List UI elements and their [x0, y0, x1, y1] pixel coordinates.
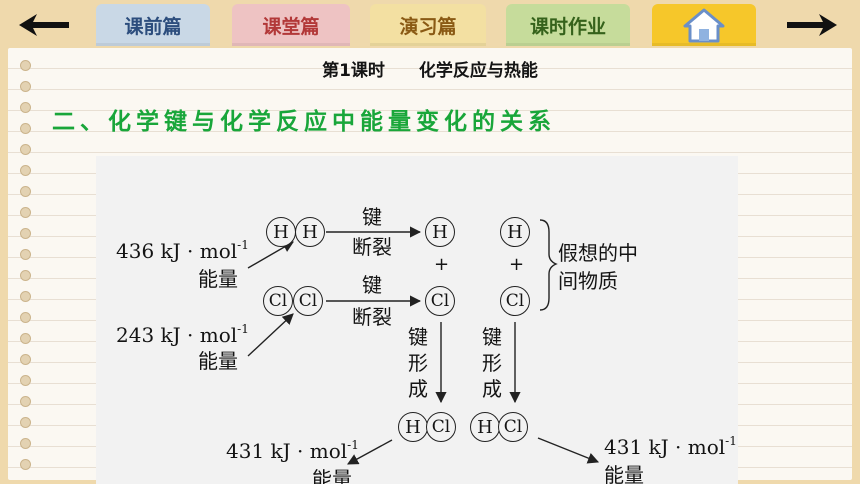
- binding-hole: [20, 333, 31, 344]
- hh-energy-arrow: [247, 241, 294, 269]
- binding-hole: [20, 375, 31, 386]
- atom-h: H: [500, 217, 530, 247]
- lesson-topic: 化学反应与热能: [418, 61, 538, 81]
- house-icon: [683, 8, 725, 43]
- atom-cl: Cl: [425, 286, 455, 316]
- atom-h: H: [295, 217, 325, 247]
- hcl-right-energy-word: 能量: [604, 463, 644, 484]
- binding-hole: [20, 186, 31, 197]
- binding-hole: [20, 228, 31, 239]
- intermediate-label-1: 假想的中: [558, 241, 638, 265]
- bond-energy-diagram: 436 kJ · mol-1 能量 243 kJ · mol-1 能量 H H …: [96, 156, 738, 484]
- atom-h: H: [266, 217, 296, 247]
- bond-form-label: 键形成: [408, 325, 428, 401]
- binding-hole: [20, 438, 31, 449]
- bond-break-label-1: 键: [362, 273, 382, 297]
- right-release-arrow: [537, 437, 600, 464]
- left-arrow-icon: [19, 14, 69, 36]
- diagram-arrows: [247, 219, 600, 465]
- binding-hole: [20, 459, 31, 470]
- section-heading: 二、化学键与化学反应中能量变化的关系: [52, 109, 556, 135]
- atom-h: H: [398, 412, 428, 442]
- bond-form-label: 键形成: [482, 325, 502, 401]
- binding-hole: [20, 417, 31, 428]
- hcl-left-energy-word: 能量: [312, 467, 352, 484]
- binding-hole: [20, 207, 31, 218]
- intermediate-label-2: 间物质: [558, 269, 618, 293]
- top-navigation: 课前篇 课堂篇 演习篇 课时作业: [0, 0, 860, 50]
- atom-cl: Cl: [263, 286, 293, 316]
- binding-hole: [20, 165, 31, 176]
- atom-cl: Cl: [498, 412, 528, 442]
- notebook-page: 第1课时 化学反应与热能 二、化学键与化学反应中能量变化的关系: [8, 48, 852, 484]
- atom-cl: Cl: [426, 412, 456, 442]
- next-button[interactable]: [780, 8, 844, 42]
- hcl-left-bond-energy: 431 kJ · mol-1: [226, 438, 359, 463]
- home-button[interactable]: [652, 4, 756, 46]
- hh-bond-energy: 436 kJ · mol-1: [116, 238, 249, 263]
- plus-sign: +: [509, 254, 525, 275]
- tab-homework[interactable]: 课时作业: [506, 4, 630, 46]
- left-release-arrow: [347, 439, 393, 465]
- tab-preview[interactable]: 课前篇: [96, 4, 210, 46]
- tab-practice[interactable]: 演习篇: [370, 4, 486, 46]
- binding-hole: [20, 81, 31, 92]
- bond-break-label-2: 断裂: [352, 235, 392, 259]
- atom-h: H: [470, 412, 500, 442]
- binding-hole: [20, 123, 31, 134]
- back-button[interactable]: [12, 8, 76, 42]
- lesson-number: 第1课时: [322, 61, 385, 81]
- hcl-right-bond-energy: 431 kJ · mol-1: [604, 434, 737, 459]
- binding-hole: [20, 144, 31, 155]
- binding-holes: [20, 60, 34, 472]
- binding-hole: [20, 312, 31, 323]
- binding-hole: [20, 60, 31, 71]
- right-arrow-icon: [787, 14, 837, 36]
- bond-break-label-2: 断裂: [352, 305, 392, 329]
- binding-hole: [20, 291, 31, 302]
- plus-sign: +: [434, 254, 450, 275]
- tab-classroom[interactable]: 课堂篇: [232, 4, 350, 46]
- binding-hole: [20, 396, 31, 407]
- atom-cl: Cl: [293, 286, 323, 316]
- clcl-energy-word: 能量: [198, 349, 238, 373]
- binding-hole: [20, 102, 31, 113]
- binding-hole: [20, 354, 31, 365]
- hh-energy-word: 能量: [198, 267, 238, 291]
- intermediate-brace: [539, 219, 558, 311]
- bond-break-label-1: 键: [362, 205, 382, 229]
- atom-h: H: [425, 217, 455, 247]
- page-title: 第1课时 化学反应与热能: [8, 56, 852, 81]
- atom-cl: Cl: [500, 286, 530, 316]
- clcl-energy-arrow: [247, 313, 294, 357]
- binding-hole: [20, 249, 31, 260]
- clcl-bond-energy: 243 kJ · mol-1: [116, 322, 249, 347]
- binding-hole: [20, 270, 31, 281]
